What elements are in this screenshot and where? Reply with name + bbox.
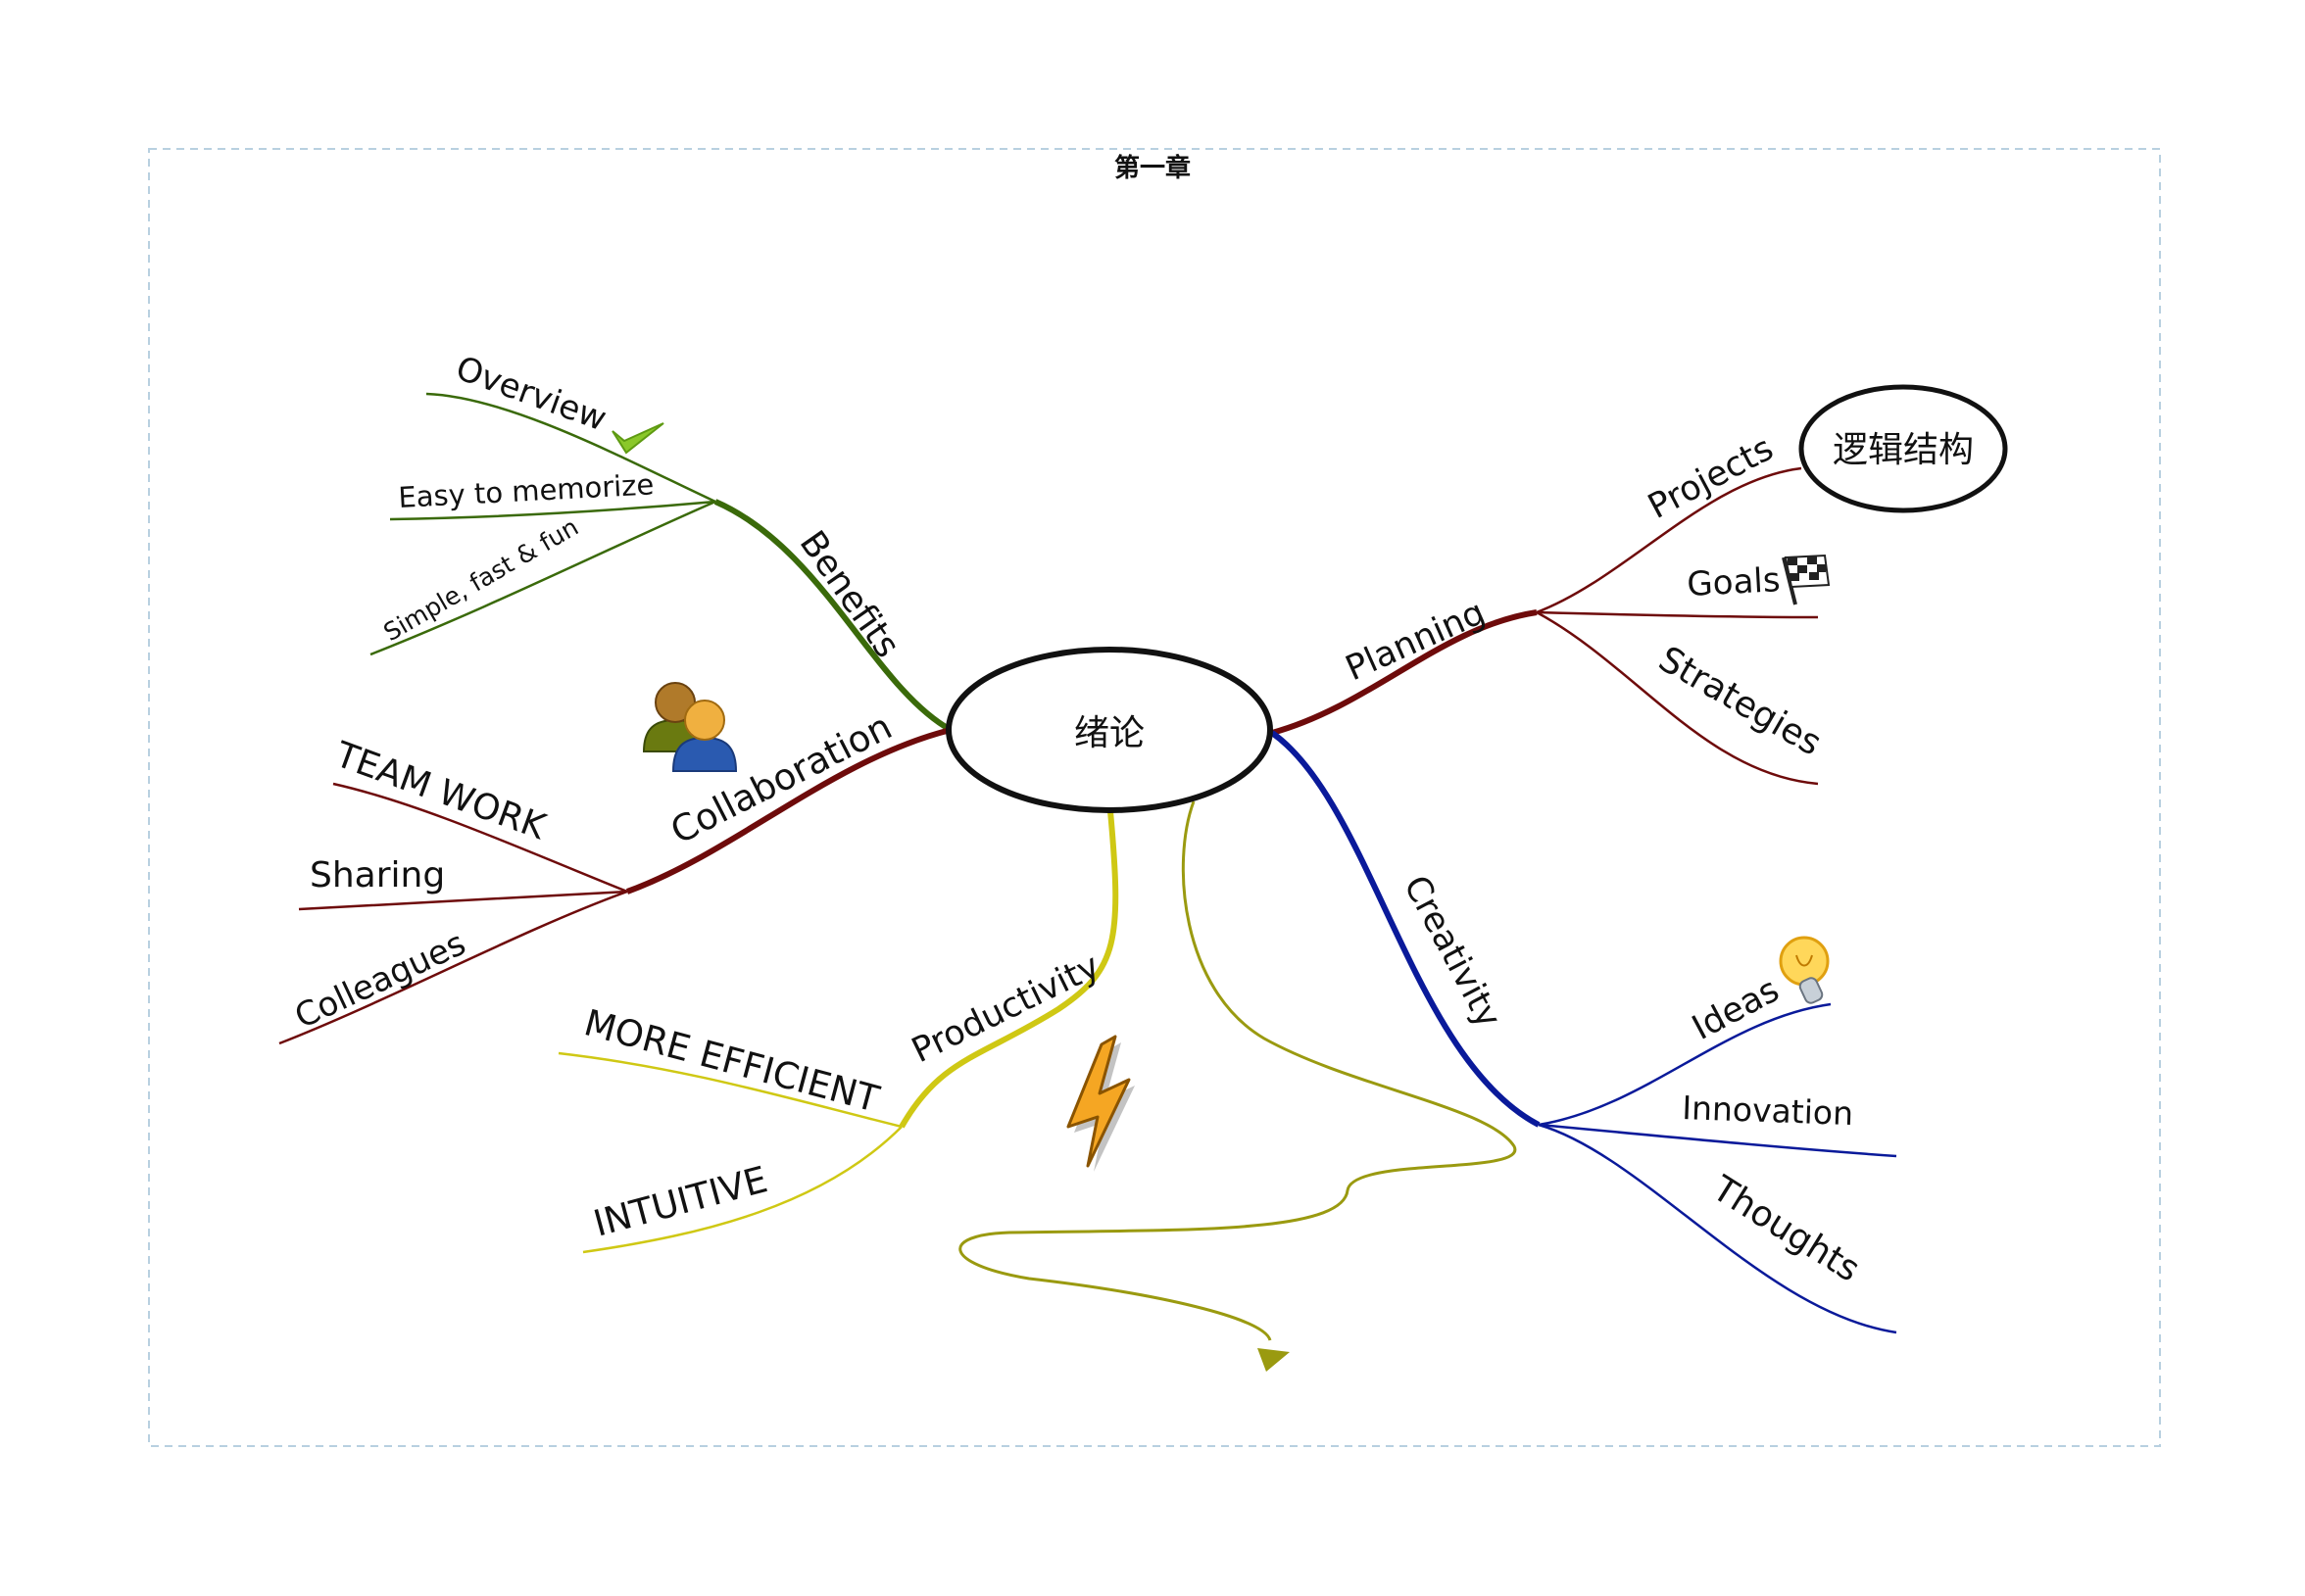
branch-creativity[interactable]: Creativity Ideas Innovation Thoughts — [1270, 730, 1897, 1334]
more-efficient-label: MORE EFFICIENT — [580, 1001, 884, 1121]
planning-label: Planning — [1340, 593, 1491, 689]
ideas-line — [1538, 1002, 1832, 1127]
strategies-label: Strategies — [1652, 639, 1829, 763]
colleagues-label: Colleagues — [289, 924, 471, 1037]
sheet-frame — [148, 148, 2161, 1447]
sharing-line — [298, 890, 628, 911]
benefits-connector — [713, 499, 953, 733]
productivity-connector — [899, 810, 1119, 1129]
productivity-label: Productivity — [906, 946, 1105, 1071]
creativity-label: Creativity — [1396, 869, 1508, 1034]
projects-line — [1536, 466, 1802, 614]
sharing-label: Sharing — [310, 855, 445, 895]
goals-line — [1536, 610, 1819, 619]
planning-connector — [1271, 609, 1538, 736]
more-efficient-line — [558, 1051, 903, 1129]
logic-structure-label: 逻辑结构 — [1833, 430, 1974, 470]
central-topic[interactable] — [946, 647, 1273, 813]
innovation-label: Innovation — [1682, 1088, 1854, 1133]
overview-label: Overview — [451, 349, 612, 439]
team-work-line — [332, 782, 628, 894]
relationship-curve — [958, 800, 1517, 1341]
thoughts-line — [1538, 1123, 1897, 1334]
check-icon — [612, 422, 664, 455]
simple-fast-fun-label: Simple, fast & fun — [379, 512, 584, 647]
overview-line — [425, 392, 716, 504]
central-topic-label: 绪论 — [1074, 713, 1145, 753]
easy-to-memorize-line — [389, 500, 716, 521]
lightbulb-icon — [1779, 936, 1830, 1004]
logic-structure-node[interactable] — [1798, 384, 2008, 513]
relationship-line[interactable] — [958, 800, 1517, 1372]
branch-productivity[interactable]: Productivity MORE EFFICIENT INTUITIVE — [558, 810, 1135, 1254]
branch-benefits[interactable]: Benefits Overview Easy to memorize Simpl… — [369, 349, 953, 733]
benefits-label: Benefits — [792, 524, 907, 665]
colleagues-line — [278, 890, 628, 1045]
intuitive-label: INTUITIVE — [589, 1158, 771, 1244]
branch-planning[interactable]: Planning Projects Goals Strategies 逻辑结构 — [1271, 384, 2008, 786]
checkered-flag-icon — [1782, 554, 1831, 605]
people-icon — [642, 682, 738, 772]
collaboration-connector — [625, 727, 952, 895]
arrow-head-icon — [1257, 1348, 1290, 1372]
lightning-icon — [1066, 1035, 1135, 1172]
easy-to-memorize-label: Easy to memorize — [398, 467, 655, 514]
goals-label: Goals — [1686, 560, 1781, 605]
thoughts-label: Thoughts — [1704, 1168, 1866, 1289]
simple-fast-fun-line — [369, 500, 716, 656]
frame-title: 第一章 — [1114, 153, 1191, 183]
creativity-connector — [1270, 730, 1541, 1128]
innovation-line — [1538, 1123, 1897, 1158]
intuitive-line — [582, 1126, 903, 1254]
branch-collaboration[interactable]: Collaboration TEAM WORK Sharing Colleagu… — [278, 682, 952, 1045]
strategies-line — [1536, 610, 1819, 786]
